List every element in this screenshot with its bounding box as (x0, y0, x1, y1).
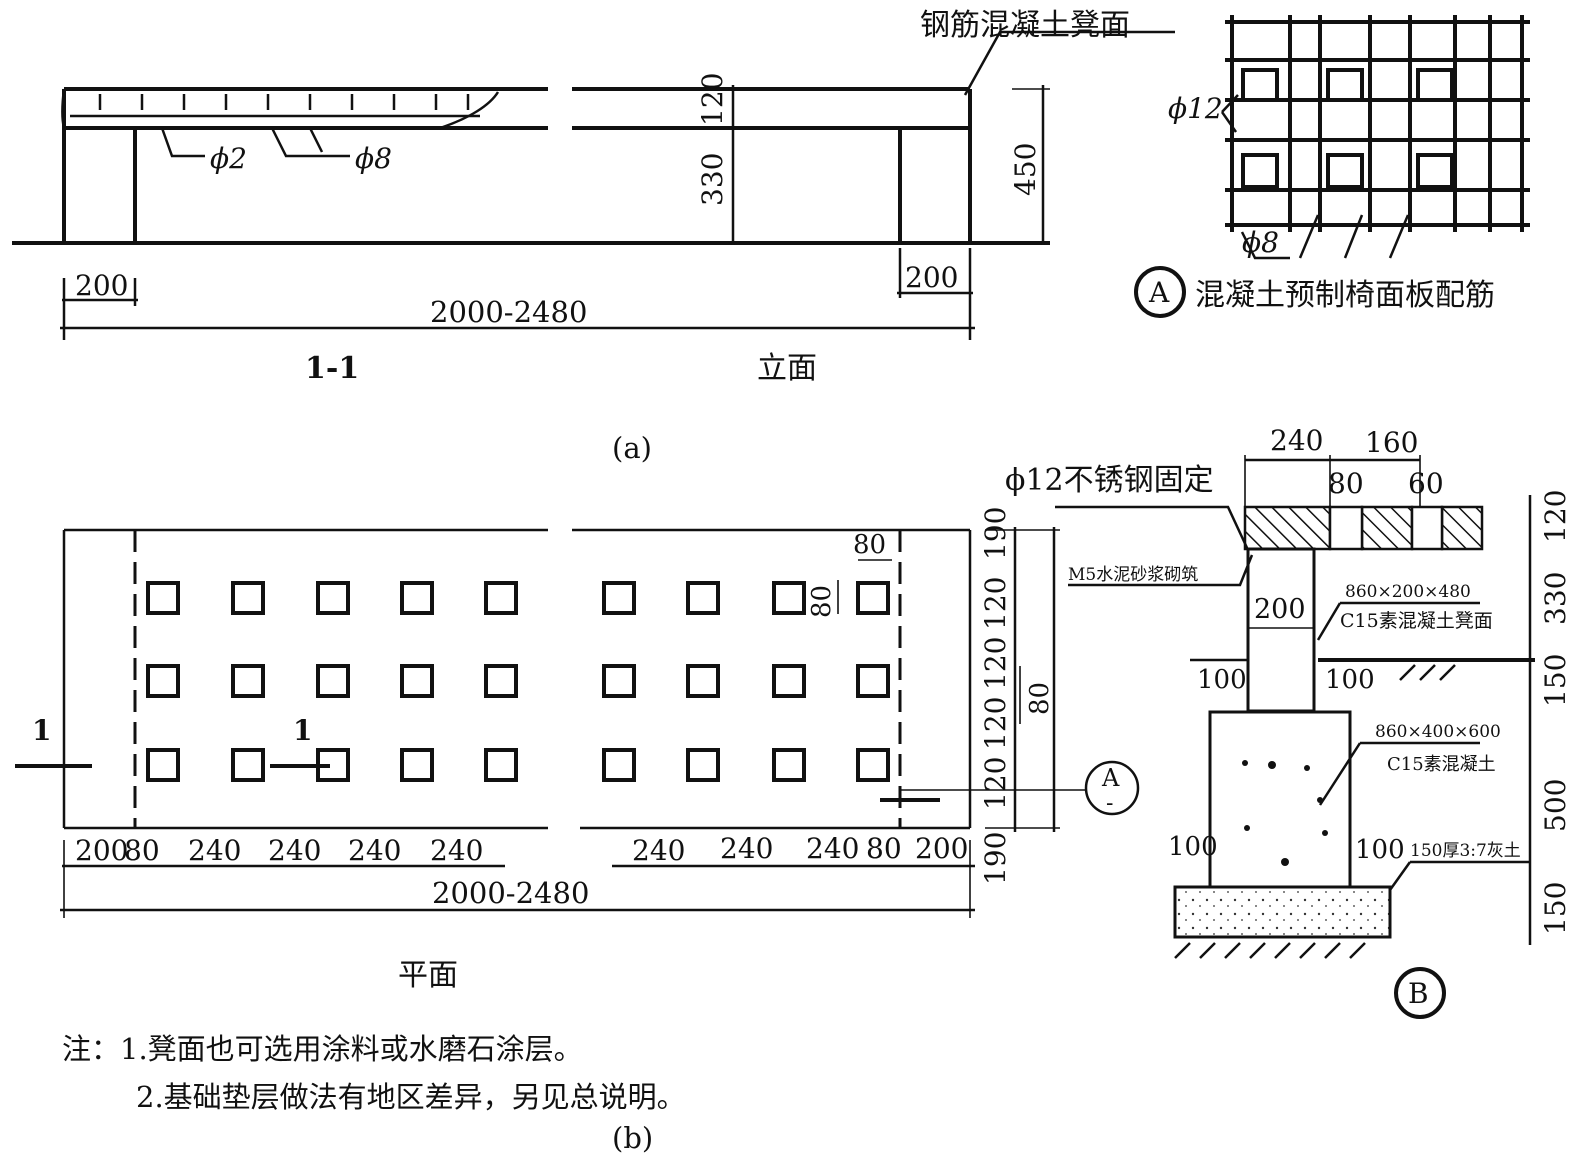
view-section-label: 1-1 (305, 351, 359, 386)
section-elevation-view: ϕ2 ϕ8 钢筋混凝土凳面 120 330 450 200 200 2000-2… (12, 8, 1175, 465)
right-dim-1: 120 (979, 577, 1012, 630)
right-dim-6: 190 (979, 832, 1012, 885)
dim-total-a: 2000-2480 (430, 295, 587, 329)
plan-view: 1 1 80 80 80 190 120 120 120 120 120 190… (15, 507, 1140, 993)
plan-marker-a-sub: - (1106, 791, 1113, 816)
plan-holes (146, 581, 890, 782)
detail-b-pier-size: 860×200×480 (1345, 582, 1471, 602)
dim-80-side: 80 (807, 585, 837, 618)
detail-b-right-dim-2: 150 (1539, 654, 1572, 707)
detail-b-dim-60: 60 (1408, 467, 1444, 500)
detail-a-rebar-grid: ϕ12 ϕ8 A 混凝土预制椅面板配筋 (1134, 15, 1530, 318)
detail-b-dim-100-d: 100 (1355, 835, 1405, 865)
detail-b-mortar: M5水泥砂浆砌筑 (1068, 565, 1198, 585)
detail-a-phi12: ϕ12 (1168, 92, 1223, 125)
detail-b-footing-size: 860×400×600 (1375, 722, 1501, 742)
detail-b-fixing: ϕ12不锈钢固定 (1005, 463, 1214, 498)
detail-b-dim-80: 80 (1328, 467, 1364, 500)
plan-marker-a (1084, 760, 1140, 816)
right-dim-3: 120 (979, 697, 1012, 750)
detail-b-dim-200: 200 (1254, 594, 1306, 625)
dim-80-top: 80 (853, 530, 886, 560)
right-dim-2: 120 (979, 637, 1012, 690)
bottom-dim-l2: 240 (188, 834, 241, 867)
detail-a-marker (1134, 266, 1186, 318)
note-line-2: 2.基础垫层做法有地区差异，另见总说明。 (136, 1080, 686, 1114)
section-mark-1: 1 (32, 714, 51, 747)
dim-330: 330 (696, 153, 729, 206)
bottom-dim-r2: 240 (806, 832, 859, 865)
detail-b-base: 150厚3:7灰土 (1410, 841, 1521, 861)
detail-b-dim-100-c: 100 (1168, 832, 1218, 862)
dim-total-b: 2000-2480 (432, 876, 589, 910)
dim-120: 120 (696, 73, 729, 126)
bottom-dim-l1: 80 (124, 834, 160, 867)
plan-marker-a-text: A (1101, 764, 1120, 792)
caption-a: (a) (612, 431, 652, 465)
dim-200-left: 200 (75, 269, 128, 302)
bottom-dim-l4: 240 (348, 834, 401, 867)
rebar-phi8-label: ϕ8 (355, 142, 392, 175)
right-dim-4: 120 (979, 757, 1012, 810)
detail-b-marker-text: B (1408, 977, 1429, 1010)
bottom-dim-r1: 240 (720, 832, 773, 865)
detail-b-dim-160: 160 (1365, 426, 1418, 459)
detail-b-right-dim-1: 330 (1539, 572, 1572, 625)
rebar-phi2-label: ϕ2 (210, 142, 247, 175)
dim-450: 450 (1009, 143, 1042, 196)
detail-a-title: 混凝土预制椅面板配筋 (1195, 278, 1495, 313)
detail-a-phi8: ϕ8 (1242, 226, 1279, 259)
section-rebar (70, 91, 500, 130)
bottom-dim-l5: 240 (430, 834, 483, 867)
detail-b-dim-100-a: 100 (1197, 665, 1247, 695)
note-line-1: 注：1.凳面也可选用涂料或水磨石涂层。 (62, 1032, 583, 1066)
detail-b-right-dim-4: 150 (1539, 882, 1572, 935)
right-dim-0: 190 (979, 507, 1012, 560)
detail-b-dim-240: 240 (1270, 424, 1323, 457)
bottom-dim-r4: 200 (915, 832, 968, 865)
view-elevation-label: 立面 (757, 351, 817, 386)
detail-b-pier-material: C15素混凝土凳面 (1340, 610, 1493, 632)
dim-80-vert: 80 (1025, 682, 1055, 715)
bottom-dim-r3: 80 (866, 832, 902, 865)
plan-title: 平面 (398, 958, 458, 993)
detail-b-marker (1394, 967, 1446, 1019)
section-mark-1b: 1 (293, 714, 312, 747)
bottom-dim-r0: 240 (632, 834, 685, 867)
detail-a-marker-text: A (1148, 276, 1170, 309)
caption-b: (b) (612, 1121, 653, 1155)
bottom-dim-l0: 200 (75, 834, 128, 867)
detail-b-dim-100-b: 100 (1325, 665, 1375, 695)
detail-b-footing-material: C15素混凝土 (1387, 754, 1496, 775)
detail-b-right-dim-3: 500 (1539, 779, 1572, 832)
dim-200-right: 200 (905, 261, 958, 294)
detail-b-section: 240 160 80 60 ϕ12不锈钢固定 200 M5水泥砂浆砌筑 860×… (1005, 424, 1572, 1019)
detail-b-right-dim-0: 120 (1539, 490, 1572, 543)
slab-label: 钢筋混凝土凳面 (920, 8, 1130, 43)
bottom-dim-l3: 240 (268, 834, 321, 867)
